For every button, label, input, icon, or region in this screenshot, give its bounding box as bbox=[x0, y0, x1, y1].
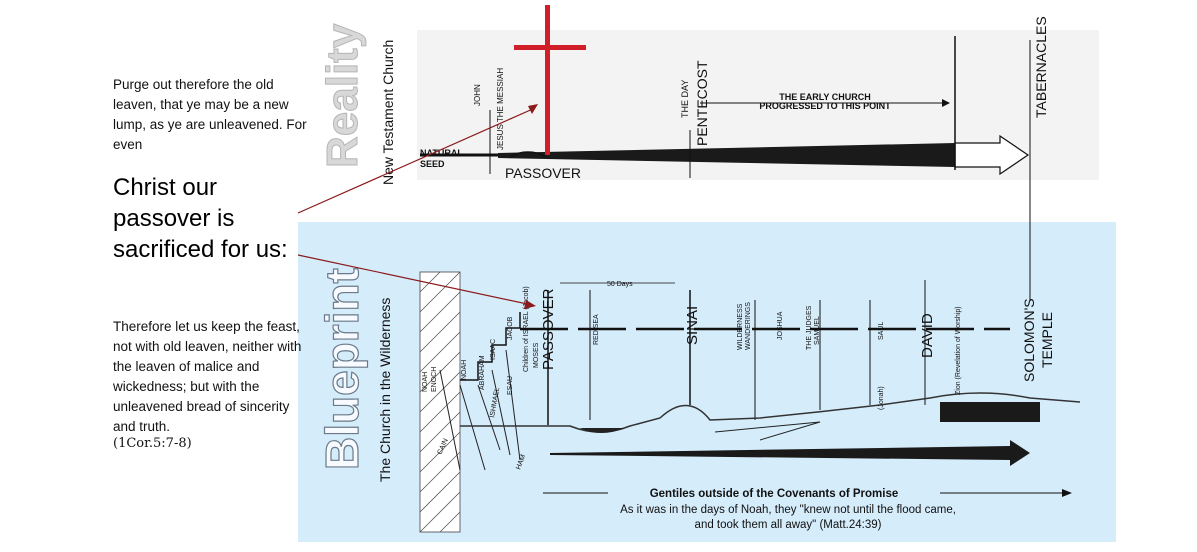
joshua-label: JOSHUA bbox=[777, 311, 784, 340]
tabernacles-label: TABERNACLES bbox=[1033, 16, 1049, 118]
scripture-reference: (1Cor.5:7-8) bbox=[113, 436, 192, 451]
gentiles-label-bg bbox=[608, 485, 940, 499]
the-day-label: THE DAY bbox=[680, 80, 690, 118]
gentiles-wedge-arrow bbox=[550, 440, 1030, 466]
gentiles-label: Gentiles outside of the Covenants of Pro… bbox=[650, 488, 899, 500]
red-sea-label: RED SEA bbox=[593, 314, 600, 345]
sinai-label: SINAI bbox=[684, 306, 701, 345]
scripture-highlight: Christ our passover is sacrificed for us… bbox=[113, 174, 288, 263]
blueprint-subtitle: The Church in the Wilderness bbox=[377, 298, 393, 482]
noah-small-label: NOAH bbox=[422, 372, 429, 392]
saul-label: SAUL bbox=[878, 322, 885, 340]
natural-label: NATURAL bbox=[420, 148, 463, 158]
samuel-label: SAMUEL bbox=[814, 316, 821, 345]
reality-arrowhead bbox=[954, 134, 1030, 176]
pointer-arrow-blueprint bbox=[297, 254, 533, 306]
reality-title: Reality bbox=[318, 23, 367, 168]
seed-label: SEED bbox=[420, 159, 445, 169]
temple-label: TEMPLE bbox=[1039, 312, 1055, 368]
red-sea-shape bbox=[580, 428, 625, 433]
pointer-arrow-reality bbox=[297, 107, 536, 214]
cross-vertical bbox=[545, 5, 550, 155]
blueprint-title: Blueprint bbox=[316, 268, 368, 470]
noah-quote-line-1: As it was in the days of Noah, they "kne… bbox=[620, 504, 956, 516]
ham-label: HAM bbox=[515, 454, 527, 471]
fifty-days-label: 50 Days bbox=[607, 281, 633, 288]
reality-passover-label: PASSOVER bbox=[505, 165, 581, 181]
early-church-label-2: PROGRESSED TO THIS POINT bbox=[759, 101, 891, 111]
genealogy-branches bbox=[439, 349, 521, 471]
isaac-label: ISAAC bbox=[490, 339, 497, 360]
wall-hatching bbox=[419, 271, 461, 533]
esau-label: ESAU bbox=[507, 376, 514, 395]
reality-subtitle: New Testament Church bbox=[380, 40, 396, 185]
noah-quote-line-2: and took them all away" (Matt.24:39) bbox=[695, 519, 882, 531]
blueprint-passover-label: PASSOVER bbox=[540, 288, 557, 370]
jacob-label: JACOB bbox=[507, 316, 514, 340]
pointer-arrowhead-blueprint bbox=[524, 300, 536, 309]
temple-city bbox=[940, 402, 1040, 422]
enoch-label: ENOCH bbox=[431, 367, 438, 392]
passover-arch bbox=[509, 151, 547, 158]
abraham-label: ABRAHAM bbox=[479, 355, 486, 390]
scripture-continuation: Therefore let us keep the feast, not wit… bbox=[113, 319, 302, 434]
wanderings-label: WANDERINGS bbox=[745, 302, 752, 350]
jonah-label: (Jonah) bbox=[878, 386, 885, 410]
messiah-label: JESUS THE MESSIAH bbox=[496, 68, 505, 150]
pentecost-label: PENTECOST bbox=[694, 60, 710, 146]
scripture-intro: Purge out therefore the old leaven, that… bbox=[113, 77, 307, 152]
moses-label: MOSES bbox=[533, 342, 540, 368]
solomons-label: SOLOMON'S bbox=[1021, 298, 1037, 382]
wilderness-label: WILDERNESS bbox=[737, 303, 744, 350]
noah-label: NOAH bbox=[461, 360, 468, 380]
early-church-label-1: THE EARLY CHURCH bbox=[779, 92, 871, 102]
early-church-arrowhead bbox=[942, 99, 950, 107]
zion-label: Zion (Revelation of Worship) bbox=[955, 306, 962, 395]
judges-label: THE JUDGES bbox=[806, 305, 813, 350]
wilderness-path bbox=[714, 421, 821, 441]
david-label: DAVID bbox=[919, 313, 936, 358]
cross-horizontal bbox=[514, 45, 586, 50]
gentiles-arrowhead bbox=[1062, 489, 1072, 497]
pointer-arrowhead-reality bbox=[528, 104, 538, 114]
genealogy-steps bbox=[460, 312, 521, 381]
john-label: JOHN bbox=[473, 84, 482, 106]
children-israel-label: Children of ISRAEL (Jacob) bbox=[523, 286, 530, 372]
reality-wedge bbox=[498, 143, 955, 167]
wall-block bbox=[419, 271, 461, 533]
